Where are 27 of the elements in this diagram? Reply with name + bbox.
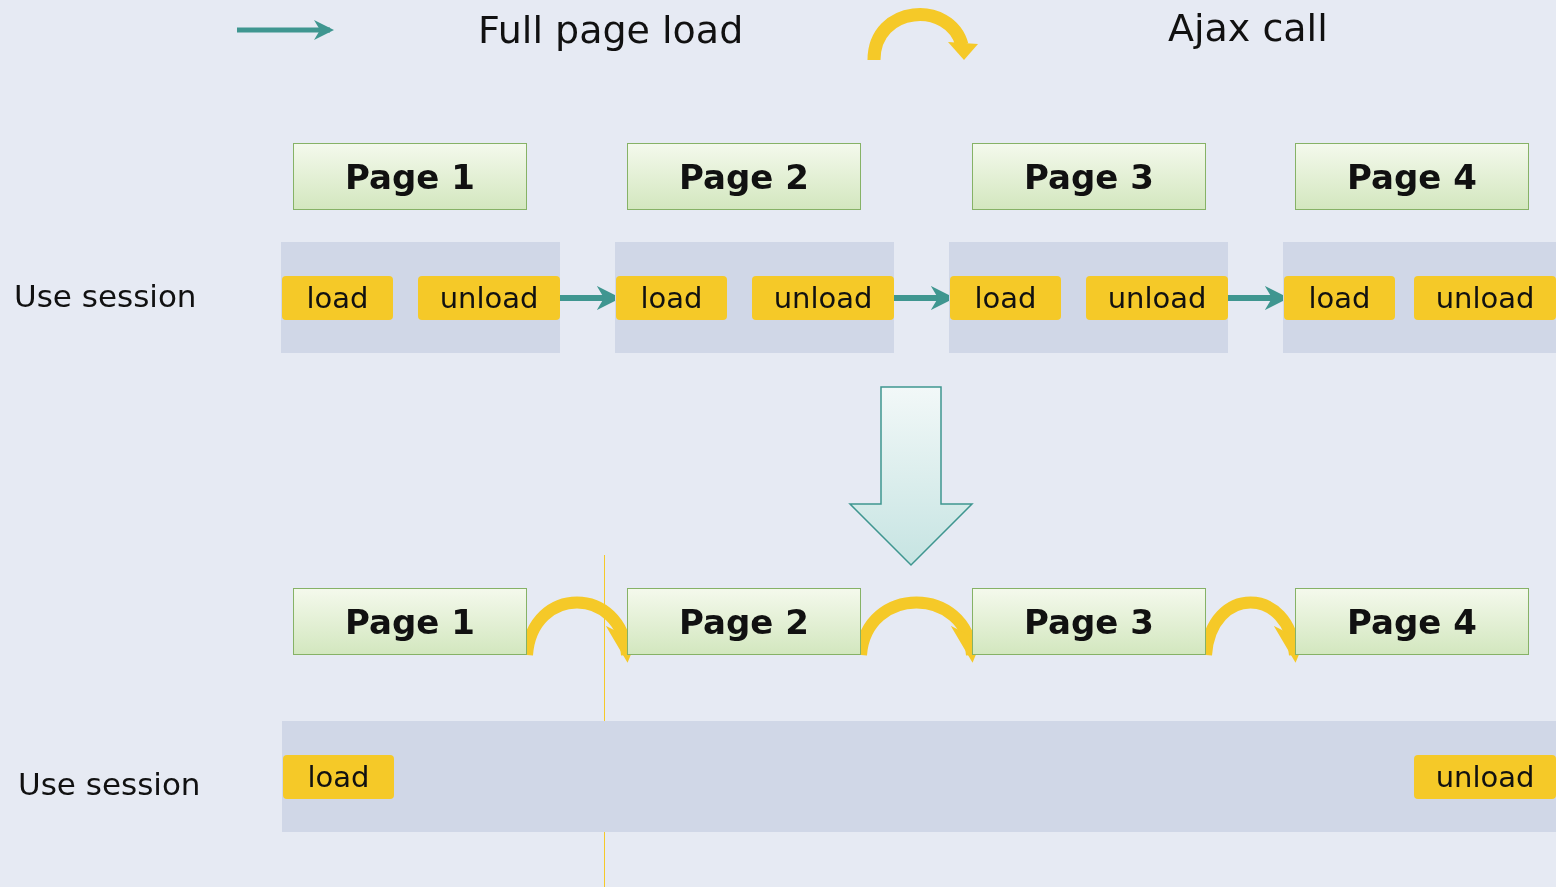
row-label: Use session xyxy=(14,278,197,314)
event-chip: load xyxy=(616,276,727,320)
legend-text: Full page load xyxy=(478,8,744,52)
event-chip: load xyxy=(283,755,394,799)
session-band xyxy=(281,242,560,353)
page-box: Page 4 xyxy=(1295,588,1529,655)
page-box: Page 2 xyxy=(627,588,861,655)
event-chip: unload xyxy=(418,276,560,320)
legend-text: Ajax call xyxy=(1168,6,1328,50)
event-chip: load xyxy=(282,276,393,320)
event-chip: unload xyxy=(1414,276,1556,320)
page-box: Page 4 xyxy=(1295,143,1529,210)
page-box: Page 1 xyxy=(293,143,527,210)
page-box: Page 1 xyxy=(293,588,527,655)
event-chip: load xyxy=(950,276,1061,320)
row-label: Use session xyxy=(18,766,201,802)
session-band xyxy=(282,721,1556,832)
session-band xyxy=(615,242,894,353)
page-box: Page 3 xyxy=(972,588,1206,655)
event-chip: unload xyxy=(1086,276,1228,320)
event-chip: load xyxy=(1284,276,1395,320)
session-band xyxy=(1283,242,1556,353)
event-chip: unload xyxy=(752,276,894,320)
event-chip: unload xyxy=(1414,755,1556,799)
page-box: Page 3 xyxy=(972,143,1206,210)
session-band xyxy=(949,242,1228,353)
page-box: Page 2 xyxy=(627,143,861,210)
